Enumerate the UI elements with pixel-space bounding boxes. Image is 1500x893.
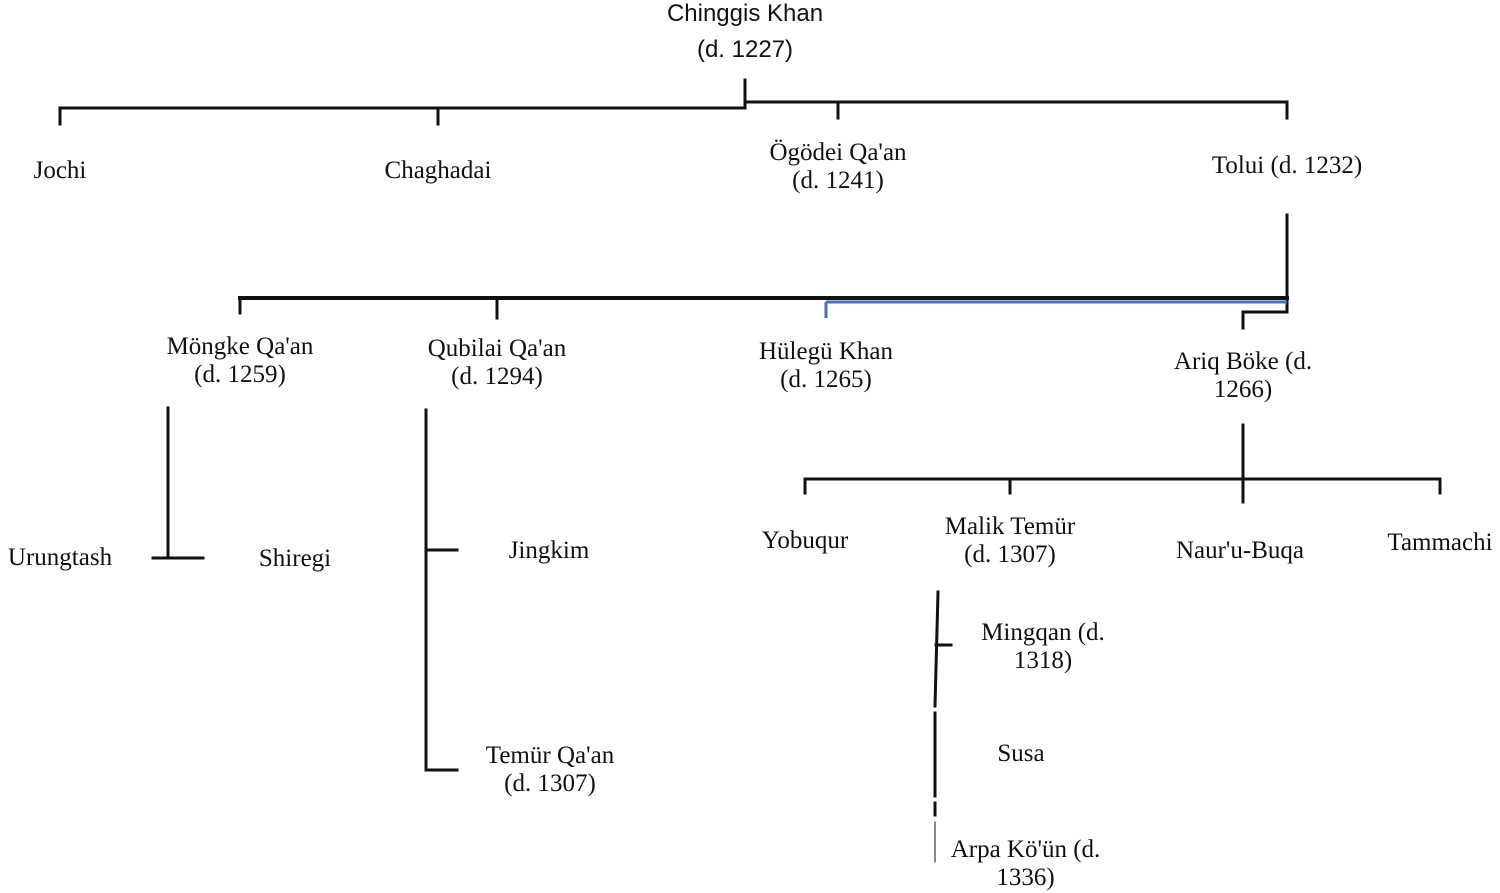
node-yobuqur: Yobuqur [761,527,849,554]
node-malik: Malik Temür (d. 1307) [900,513,1120,569]
node-arpa-line1: Arpa Kö'ün (d. [950,836,1101,863]
node-hulegu-name: Hülegü Khan [759,338,893,365]
node-ariq-line1: Ariq Böke (d. [1173,348,1313,375]
node-hulegu-date: (d. 1265) [780,366,872,393]
node-tolui: Tolui (d. 1232) [1211,152,1363,179]
node-ogodei-name: Ögödei Qa'an [769,139,907,166]
node-ogodei: Ögödei Qa'an (d. 1241) [728,139,948,195]
node-ogodei-date: (d. 1241) [792,167,884,194]
malik-stem-1 [933,590,940,708]
node-malik-date: (d. 1307) [964,541,1056,568]
node-temur-name: Temür Qa'an [485,742,615,769]
node-mingqan-line1: Mingqan (d. [981,619,1105,646]
node-shiregi: Shiregi [258,545,332,572]
node-jingkim: Jingkim [508,537,590,564]
node-chinggis-date: (d. 1227) [696,36,794,63]
node-temur-date: (d. 1307) [504,770,596,797]
node-chinggis-name: Chinggis Khan [666,0,824,27]
node-mongke-date: (d. 1259) [194,361,286,388]
node-mingqan-line2: 1318) [1013,647,1073,674]
node-urungtash: Urungtash [7,544,113,571]
node-temur: Temür Qa'an (d. 1307) [440,742,660,798]
node-nauru: Naur'u-Buqa [1175,537,1305,564]
node-mongke: Möngke Qa'an (d. 1259) [130,333,350,389]
node-mongke-name: Möngke Qa'an [166,333,314,360]
node-mingqan: Mingqan (d. 1318) [953,619,1133,675]
node-malik-name: Malik Temür [944,513,1076,540]
node-tammachi: Tammachi [1387,529,1493,556]
node-chinggis: Chinggis Khan (d. 1227) [615,0,875,64]
node-arpa-line2: 1336) [996,864,1055,891]
node-chaghadai: Chaghadai [384,157,492,184]
node-ariq-line2: 1266) [1213,376,1273,403]
node-qubilai-name: Qubilai Qa'an [427,335,567,362]
node-arpa: Arpa Kö'ün (d. 1336) [933,836,1118,892]
node-qubilai: Qubilai Qa'an (d. 1294) [387,335,607,391]
node-jochi: Jochi [33,157,87,184]
node-hulegu: Hülegü Khan (d. 1265) [716,338,936,394]
node-qubilai-date: (d. 1294) [451,363,543,390]
node-susa: Susa [997,740,1045,767]
node-ariq: Ariq Böke (d. 1266) [1133,348,1353,404]
